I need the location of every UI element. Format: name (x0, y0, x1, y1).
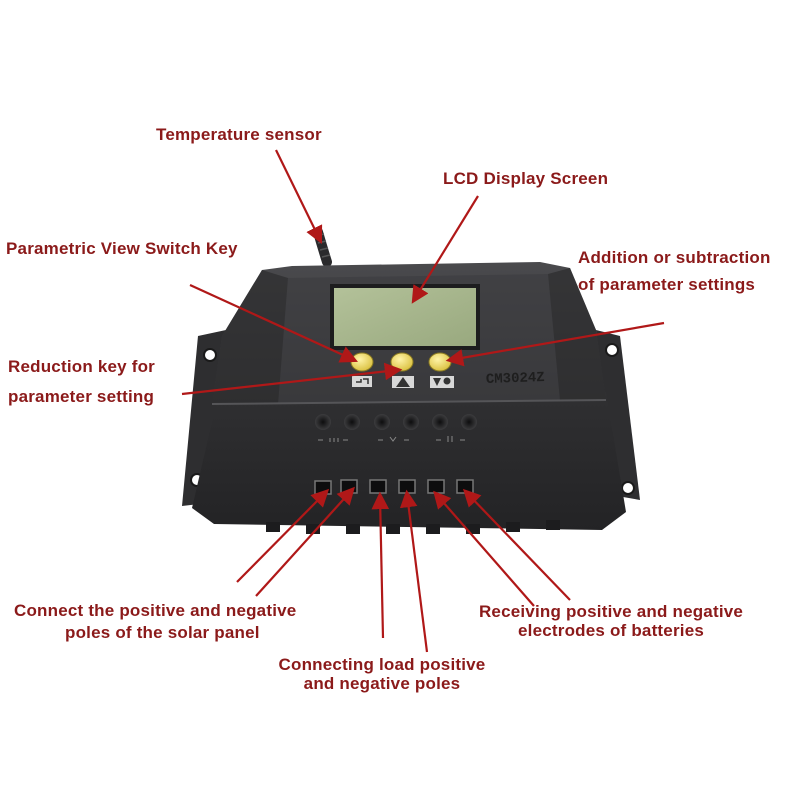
label-reduction-key: Reduction key for parameter setting (8, 352, 155, 412)
label-addition-subtraction-line1: Addition or subtraction (578, 248, 771, 267)
up-key (390, 352, 414, 372)
menu-key-icon (352, 376, 372, 387)
model-label: CM3024Z (486, 370, 545, 388)
lcd-screen (330, 284, 480, 350)
label-view-switch-key: Parametric View Switch Key (6, 238, 238, 260)
label-addition-subtraction: Addition or subtraction of parameter set… (578, 244, 771, 298)
label-batteries-line2: electrodes of batteries (518, 621, 704, 640)
menu-key (350, 352, 374, 372)
label-solar-panel-line2: poles of the solar panel (65, 623, 260, 642)
label-solar-panel-line1: Connect the positive and negative (14, 601, 297, 620)
label-solar-panel: Connect the positive and negative poles … (14, 600, 296, 644)
label-batteries: Receiving positive and negative electrod… (456, 602, 766, 640)
label-load-line2: and negative poles (303, 674, 461, 693)
label-temperature-sensor: Temperature sensor (156, 124, 322, 146)
label-addition-subtraction-line2: of parameter settings (578, 275, 756, 294)
down-bulb-key-icon (433, 378, 441, 386)
up-triangle-key-icon (396, 377, 410, 387)
label-reduction-key-line2: parameter setting (8, 387, 155, 406)
label-temperature-sensor-text: Temperature sensor (156, 125, 322, 144)
terminal-screw-holes (315, 414, 477, 430)
lower-body (192, 392, 626, 530)
down-key (428, 352, 452, 372)
label-reduction-key-line1: Reduction key for (8, 357, 155, 376)
label-batteries-line1: Receiving positive and negative (478, 602, 744, 621)
label-lcd-display-text: LCD Display Screen (443, 169, 609, 188)
label-load-line1: Connecting load positive (278, 655, 486, 674)
label-lcd-display: LCD Display Screen (443, 168, 608, 190)
label-load: Connecting load positive and negative po… (258, 655, 506, 693)
label-view-switch-key-text: Parametric View Switch Key (6, 239, 238, 258)
